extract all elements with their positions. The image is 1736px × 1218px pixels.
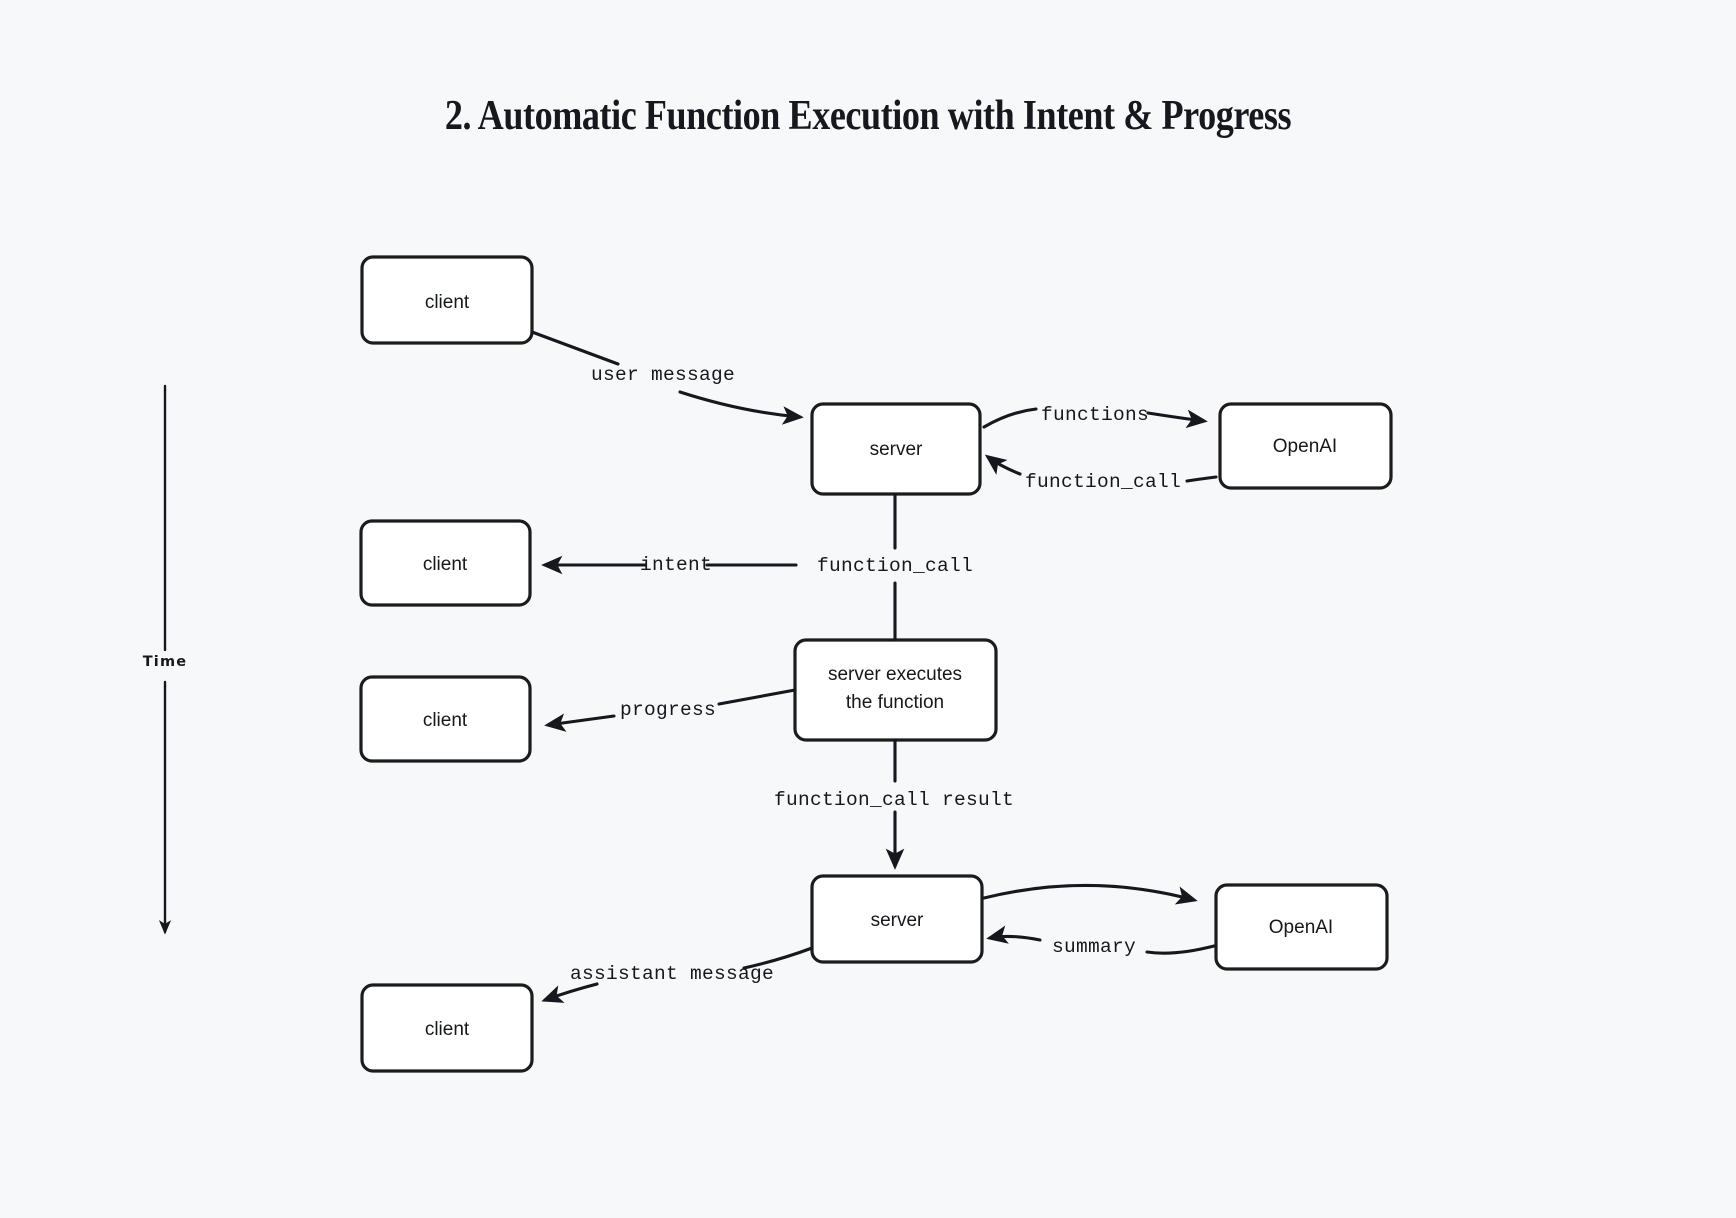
node-client-top-label: client: [425, 292, 470, 313]
edge-intent-label: intent: [640, 554, 712, 576]
node-server-executes[interactable]: server executes the function: [793, 638, 998, 742]
node-client-progress[interactable]: client: [359, 675, 532, 763]
edge-user-message-line-a: [530, 330, 620, 366]
edge-intent: intent: [541, 554, 798, 576]
edge-progress-line-b: [544, 713, 616, 732]
node-openai-bottom[interactable]: OpenAI: [1214, 883, 1389, 971]
node-client-progress-box[interactable]: [359, 675, 532, 763]
edge-functions-label: functions: [1041, 404, 1149, 426]
edge-assistant-message-line-b: [541, 982, 599, 1003]
edge-functions-line-b: [1146, 409, 1208, 429]
edge-function-call-reply-label: function_call: [1025, 471, 1181, 493]
node-client-intent[interactable]: client: [359, 519, 532, 607]
edge-functions: functions: [982, 404, 1208, 429]
edge-function-call-reply-line-a: [1185, 475, 1218, 483]
node-openai-bottom-label: OpenAI: [1269, 917, 1333, 938]
node-server-bottom-label: server: [871, 910, 924, 931]
node-client-intent-label: client: [423, 554, 468, 575]
node-server-executes-label-line1: server executes: [828, 664, 962, 685]
edge-assistant-message-line-a: [742, 946, 814, 970]
time-axis-label: Time: [143, 654, 188, 670]
node-client-progress-label: client: [423, 710, 468, 731]
node-server-executes-label-line2: the function: [846, 692, 944, 713]
edge-user-message-line-b: [678, 390, 804, 425]
edge-function-call-down: function_call: [817, 492, 973, 642]
edge-function-call-result-label: function_call result: [774, 789, 1014, 811]
edge-summary-label: summary: [1052, 936, 1136, 958]
edge-progress-line-a: [717, 688, 797, 706]
time-axis: Time: [143, 384, 188, 935]
node-openai-top[interactable]: OpenAI: [1218, 402, 1393, 490]
page-title: 2. Automatic Function Execution with Int…: [444, 93, 1292, 139]
node-client-intent-box[interactable]: [359, 519, 532, 607]
edge-summary-line-b: [986, 925, 1042, 944]
edge-function-call-result: function_call result: [774, 738, 1014, 870]
edge-user-message: user message: [530, 330, 804, 425]
node-client-bottom[interactable]: client: [360, 983, 534, 1073]
node-server-bottom-box[interactable]: [810, 874, 984, 964]
node-server-bottom[interactable]: server: [810, 874, 984, 964]
edge-summary-line-a: [1145, 944, 1216, 955]
node-client-bottom-label: client: [425, 1019, 470, 1040]
edge-function-call-reply-line-b: [984, 454, 1022, 476]
node-client-top[interactable]: client: [360, 255, 534, 345]
node-openai-bottom-box[interactable]: [1214, 883, 1389, 971]
edge-progress: progress: [544, 688, 797, 732]
edge-summary: summary: [986, 925, 1216, 958]
edge-functions-line-a: [982, 407, 1038, 429]
node-server-top-label: server: [870, 439, 923, 460]
node-openai-top-label: OpenAI: [1273, 436, 1337, 457]
node-client-bottom-box[interactable]: [360, 983, 534, 1073]
node-openai-top-box[interactable]: [1218, 402, 1393, 490]
edge-summary-request-line: [982, 883, 1198, 905]
edge-user-message-label: user message: [591, 364, 735, 386]
edge-function-call-reply: function_call: [984, 454, 1218, 493]
edge-function-call-down-label: function_call: [817, 555, 973, 577]
node-server-executes-box[interactable]: [793, 638, 998, 742]
edge-assistant-message: assistant message: [541, 946, 814, 1003]
node-server-top[interactable]: server: [810, 402, 982, 496]
edge-assistant-message-label: assistant message: [570, 963, 774, 985]
node-client-top-box[interactable]: [360, 255, 534, 345]
edge-progress-label: progress: [620, 699, 716, 721]
edge-summary-request: [982, 883, 1198, 905]
